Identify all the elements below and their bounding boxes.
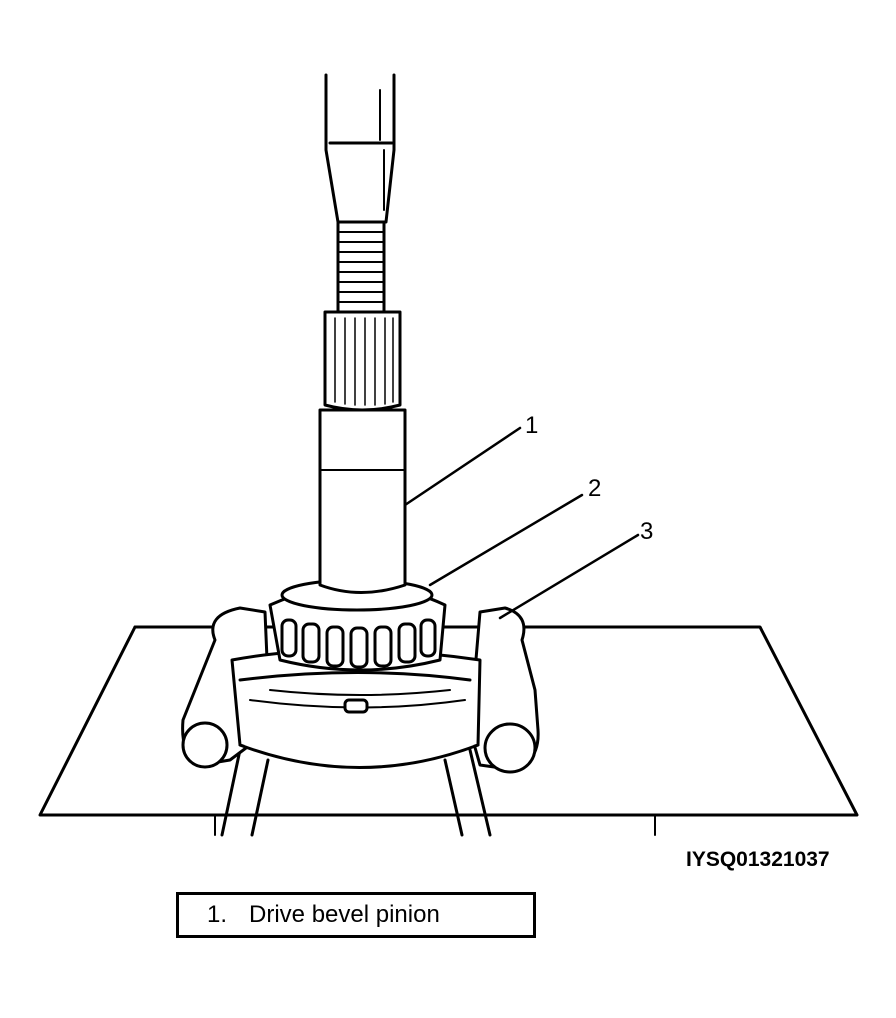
drive-bevel-pinion (318, 220, 407, 594)
bearing-rollers (280, 618, 437, 669)
support-legs (220, 748, 492, 837)
legend-text: Drive bevel pinion (249, 901, 440, 928)
shaft-splines (334, 317, 394, 406)
callout-1: 1 (525, 412, 538, 439)
bearing-puller (181, 606, 540, 774)
legend-number: 1. (207, 901, 228, 928)
shaft-threads (337, 231, 385, 303)
legend-box: 1. Drive bevel pinion (176, 892, 536, 938)
leader-lines (403, 426, 640, 620)
callout-3: 3 (640, 518, 653, 545)
callout-2: 2 (588, 475, 601, 502)
press-ram (324, 73, 396, 224)
figure-code: IYSQ01321037 (686, 848, 830, 871)
